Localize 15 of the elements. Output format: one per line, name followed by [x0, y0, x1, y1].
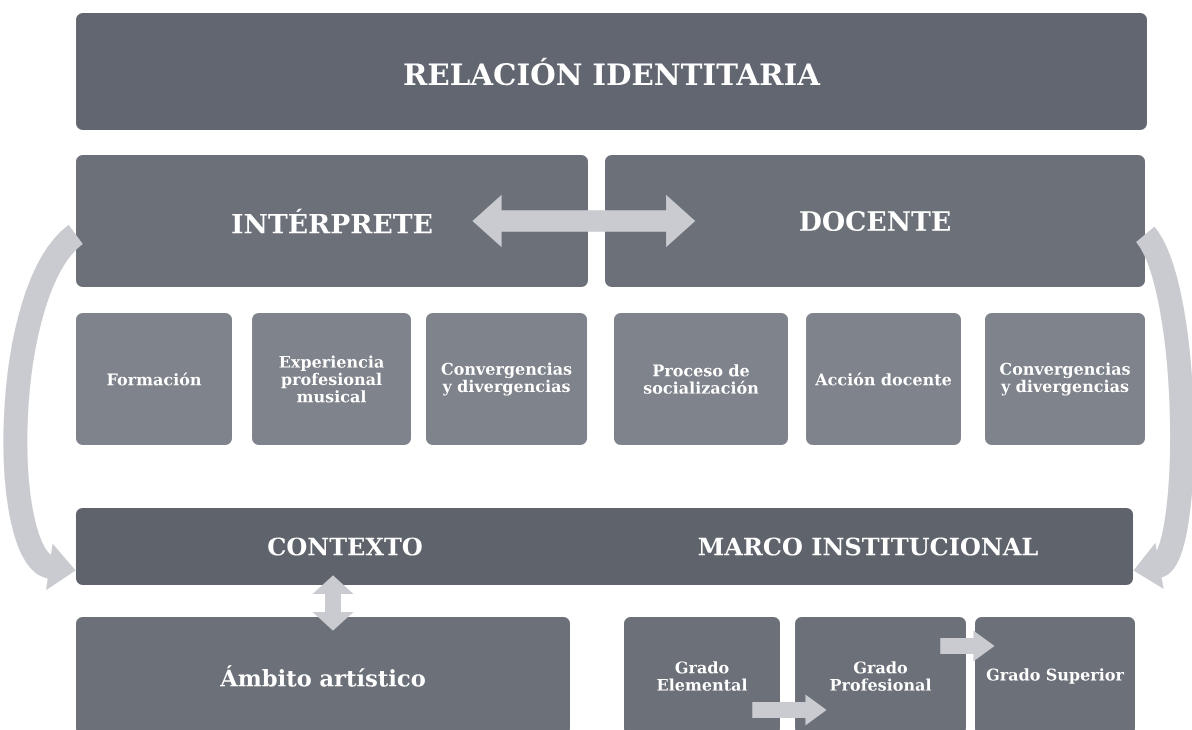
topic-box: Proceso de socialización: [614, 313, 788, 445]
topic-box: Convergencias y divergencias: [985, 313, 1145, 445]
level-box: Grado Profesional: [795, 617, 966, 730]
level-box: Grado Elemental: [624, 617, 780, 730]
title-box: RELACIÓN IDENTITARIA: [76, 12, 1147, 131]
area-box: Ámbito artístico: [76, 617, 570, 730]
category-box: DOCENTE: [605, 155, 1145, 287]
topic-box: Convergencias y divergencias: [425, 313, 588, 445]
band-heading: CONTEXTO: [268, 537, 422, 556]
level-box: Grado Superior: [975, 617, 1135, 730]
topic-box: Experiencia profesional musical: [252, 313, 411, 445]
band-heading: MARCO INSTITUCIONAL: [698, 537, 1038, 556]
category-box: INTÉRPRETE: [76, 155, 588, 287]
topic-box: Formación: [76, 313, 232, 445]
topic-box: Acción docente: [806, 313, 961, 445]
